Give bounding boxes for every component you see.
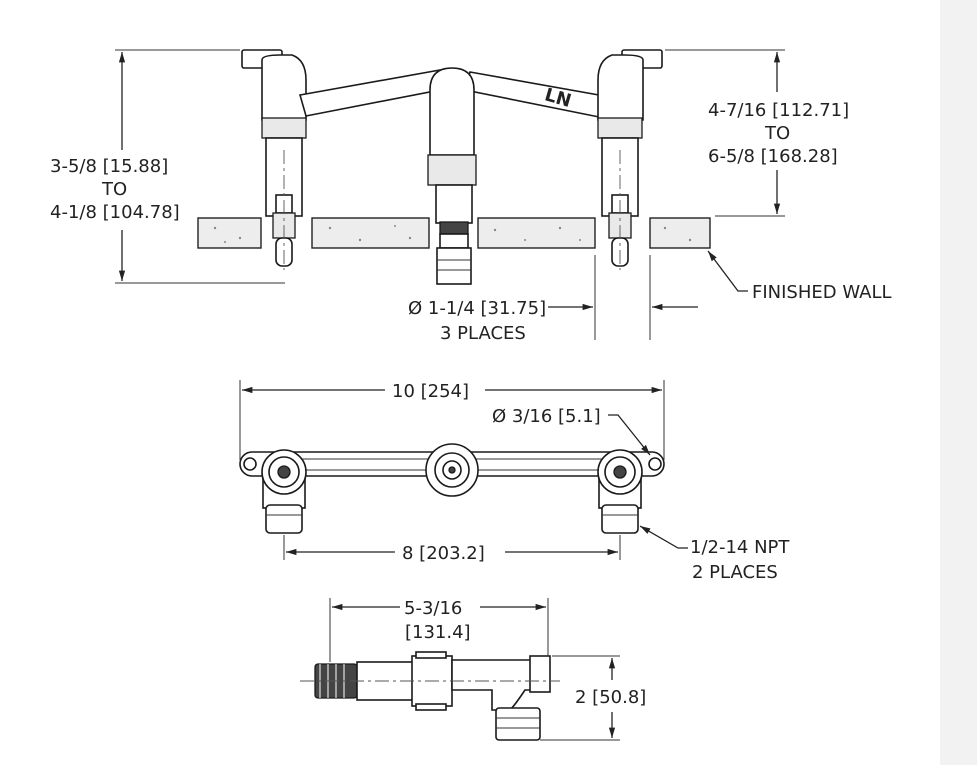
side-npt-fitting xyxy=(495,707,541,741)
left-mount-hole xyxy=(243,457,257,471)
side-height-label: 2 [50.8] xyxy=(575,687,646,708)
right-arm xyxy=(463,71,612,119)
overall-width-label: 10 [254] xyxy=(392,381,469,402)
center-valve-plan xyxy=(425,443,479,497)
right-height-label-1: 4-7/16 [112.71] xyxy=(708,100,849,121)
right-valve-plan xyxy=(597,449,643,534)
logo-text: LN xyxy=(542,84,573,112)
center-spacing-dimension xyxy=(283,535,621,560)
side-outlet xyxy=(529,655,551,693)
hole-diameter-dimension xyxy=(548,255,698,340)
hole-diameter-label-2: 3 PLACES xyxy=(440,323,526,344)
npt-leader xyxy=(639,525,688,549)
npt-label-2: 2 PLACES xyxy=(692,562,778,583)
right-height-label-2: TO xyxy=(764,123,790,144)
finished-wall-leader xyxy=(707,250,748,292)
depth-label-1: 5-3/16 xyxy=(404,598,462,619)
technical-drawing: LN 3-5/8 [15.88] TO 4-1/8 [104.78] xyxy=(50,49,892,741)
side-height-dimension xyxy=(540,655,620,741)
finished-wall xyxy=(197,217,711,249)
npt-label-1: 1/2-14 NPT xyxy=(690,537,790,558)
left-height-label-1: 3-5/8 [15.88] xyxy=(50,156,168,177)
mount-hole-leader xyxy=(608,414,651,456)
finished-wall-label: FINISHED WALL xyxy=(752,282,892,303)
side-profile-view: 5-3/16 [131.4] 2 [50.8] xyxy=(300,598,646,741)
depth-label-2: [131.4] xyxy=(405,622,471,643)
top-elevation-view: LN 3-5/8 [15.88] TO 4-1/8 [104.78] xyxy=(50,49,892,344)
plan-view: 10 [254] Ø 3/16 [5.1] 8 [203.2] 1/2-14 N… xyxy=(239,380,790,583)
left-height-dimension xyxy=(115,49,285,284)
right-mount-hole xyxy=(648,457,662,471)
right-height-dimension xyxy=(665,49,785,217)
left-height-label-2: TO xyxy=(101,179,127,200)
mount-hole-label: Ø 3/16 [5.1] xyxy=(492,406,601,427)
depth-dimension xyxy=(329,598,549,662)
hole-diameter-label-1: Ø 1-1/4 [31.75] xyxy=(408,298,546,319)
left-arm xyxy=(298,69,452,117)
center-spout-body xyxy=(427,67,477,285)
center-spacing-label: 8 [203.2] xyxy=(402,543,485,564)
overall-width-dimension xyxy=(239,380,665,460)
right-margin-panel xyxy=(940,0,977,765)
left-height-label-3: 4-1/8 [104.78] xyxy=(50,202,180,223)
right-height-label-3: 6-5/8 [168.28] xyxy=(708,146,838,167)
left-valve-plan xyxy=(261,449,307,534)
